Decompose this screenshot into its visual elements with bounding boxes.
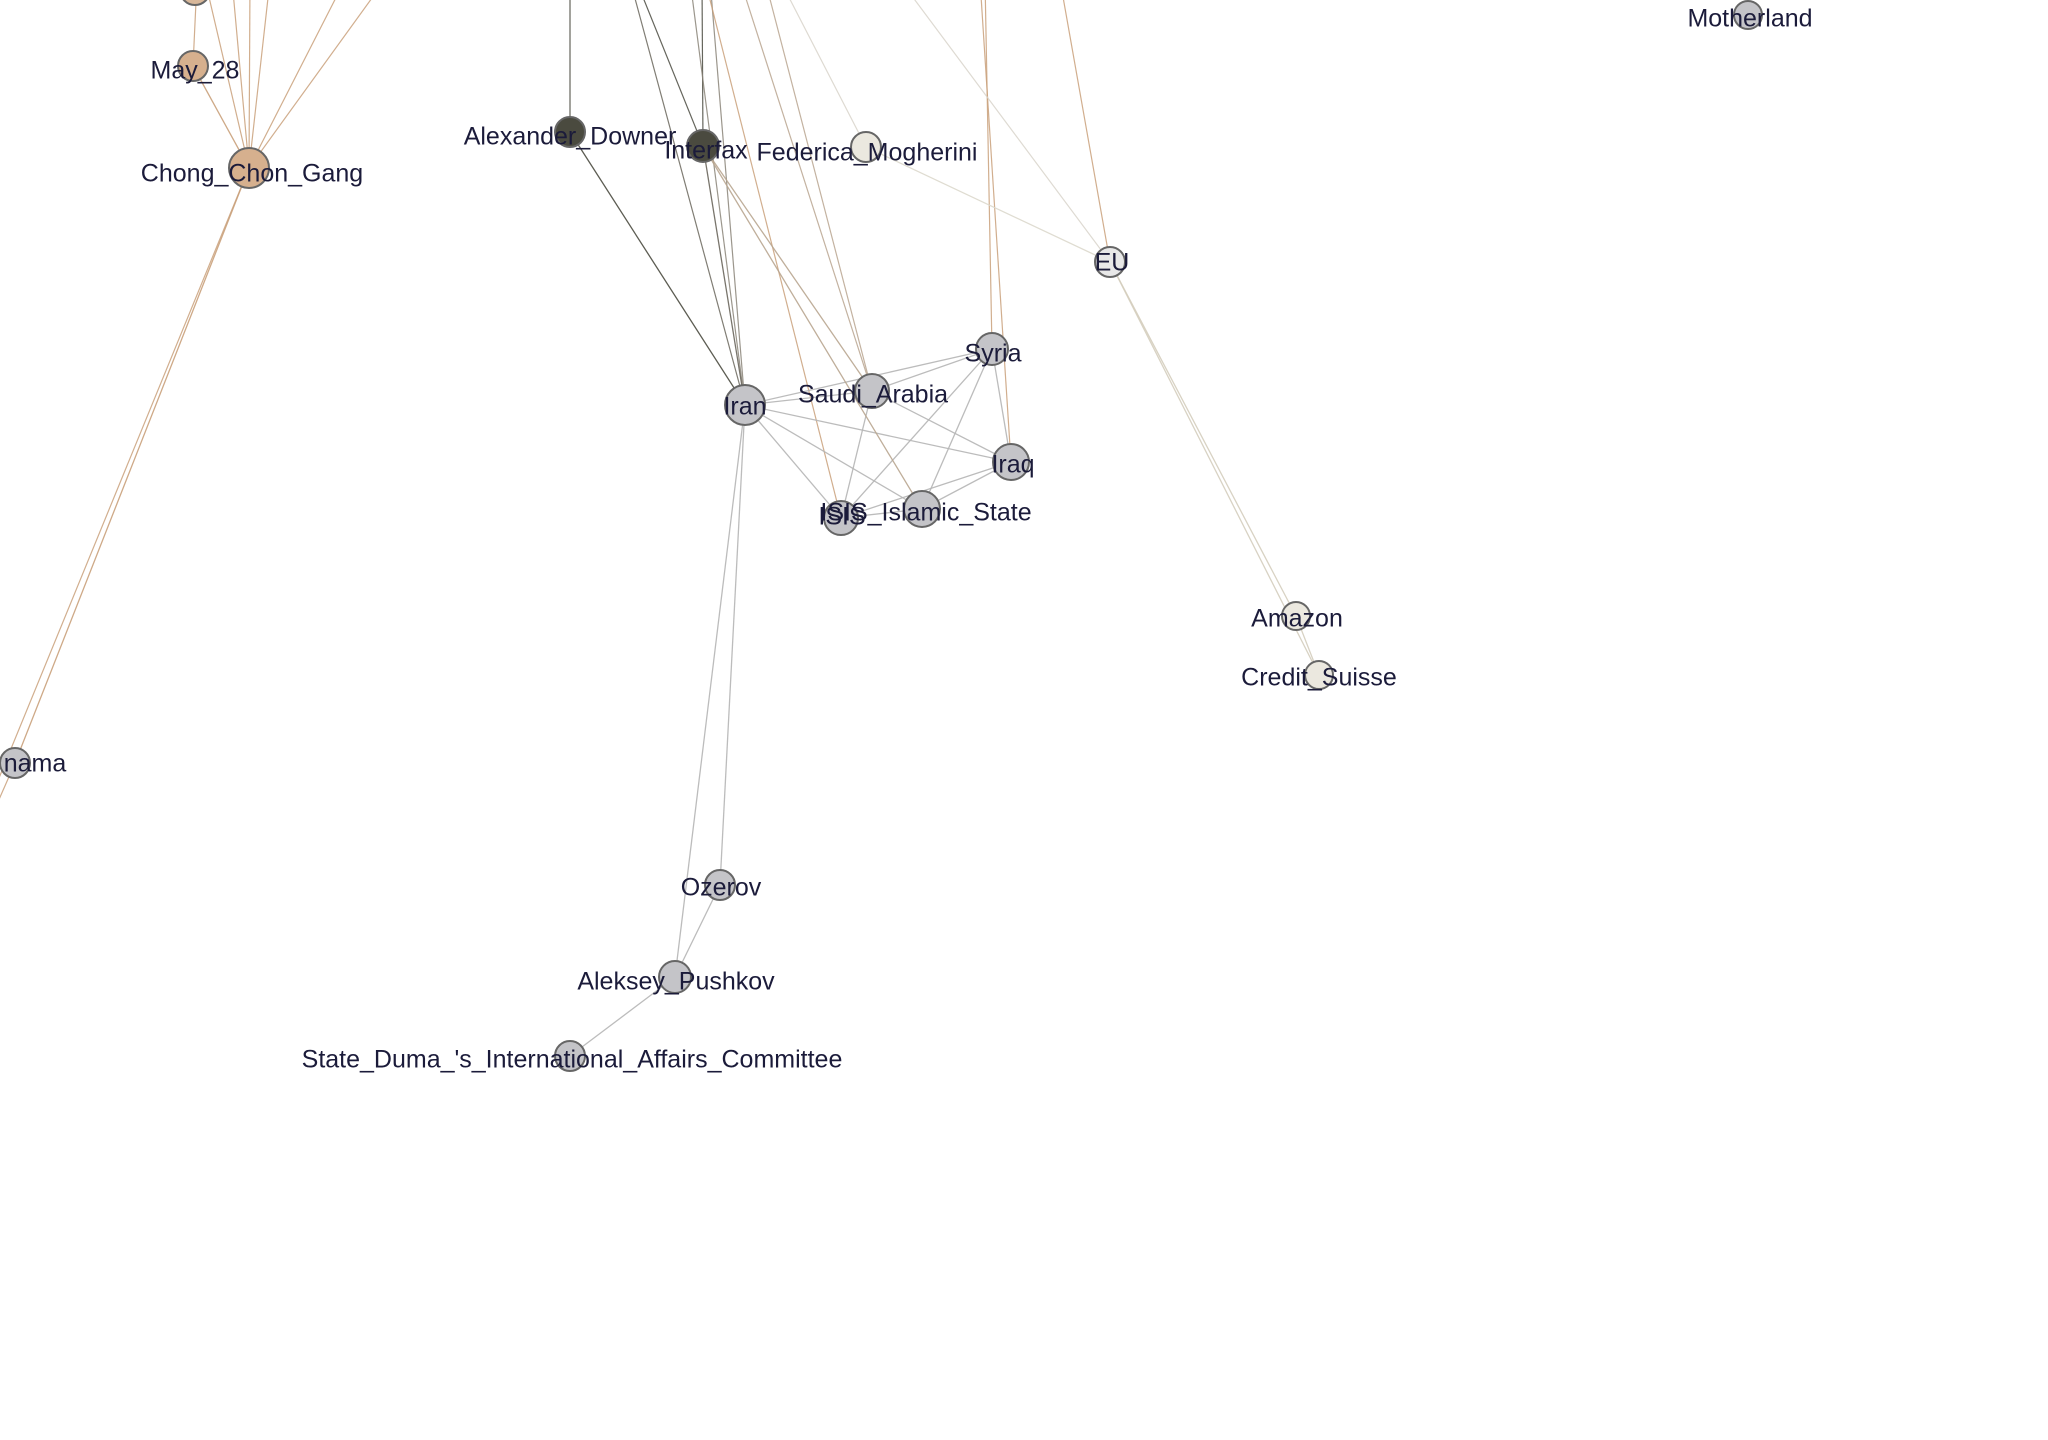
graph-node[interactable] (903, 490, 941, 528)
node-label: ISIS_Islamic_State (820, 499, 1031, 527)
node-label: Chong_Chon_Gang (141, 160, 363, 188)
node-label: Saudi_Arabia (798, 381, 948, 409)
graph-node[interactable] (686, 129, 720, 163)
graph-edge (871, 348, 993, 392)
graph-node[interactable] (0, 747, 31, 779)
graph-edge (702, 145, 873, 392)
edges-layer (0, 0, 1320, 1057)
graph-node[interactable] (228, 147, 270, 189)
graph-node[interactable] (1733, 0, 1763, 30)
graph-edge-offscreen (1062, 0, 1111, 263)
node-label: EU (1095, 249, 1130, 277)
graph-edge-offscreen (233, 0, 250, 169)
graph-edge (702, 145, 746, 406)
graph-edge-offscreen (691, 0, 746, 406)
graph-edge-offscreen (248, 0, 269, 169)
graph-node[interactable] (658, 960, 692, 994)
graph-node[interactable] (180, 0, 210, 6)
graph-edge-offscreen (248, 0, 336, 169)
node-label: Interfax (664, 137, 748, 165)
graph-edge (744, 390, 873, 406)
node-label: Iraq (991, 451, 1034, 479)
graph-edge-offscreen (248, 0, 372, 169)
node-label: Amazon (1251, 605, 1343, 633)
graph-node[interactable] (554, 116, 586, 148)
graph-node[interactable] (177, 50, 209, 82)
node-label: May_28 (151, 57, 240, 85)
graph-edge-offscreen (769, 0, 873, 392)
graph-edge-offscreen (701, 0, 704, 147)
graph-edge-offscreen (984, 0, 993, 350)
graph-edge (921, 348, 993, 510)
graph-edge-offscreen (745, 0, 873, 392)
graph-edge (991, 348, 1012, 463)
nodes-layer (0, 0, 1763, 1072)
node-label: Credit_Suisse (1241, 664, 1397, 692)
node-label: Aleksey_Pushkov (577, 968, 775, 996)
graph-edge (674, 404, 746, 978)
graph-edge-offscreen (789, 0, 867, 148)
node-label: Iran (723, 393, 766, 421)
graph-node[interactable] (823, 500, 859, 536)
graph-edge (744, 404, 1012, 463)
graph-edge-offscreen (643, 0, 704, 147)
graph-edge (840, 390, 873, 519)
node-label: Federica_Mogherini (757, 139, 978, 167)
graph-edge-offscreen (914, 0, 1111, 263)
node-label: State_Duma_'s_International_Affairs_Comm… (302, 1046, 843, 1074)
graph-node[interactable] (850, 131, 882, 163)
graph-node[interactable] (724, 384, 766, 426)
graph-edge (1109, 261, 1297, 617)
graph-edge (719, 404, 746, 886)
graph-node[interactable] (1304, 660, 1334, 690)
graph-edge (702, 145, 923, 510)
graph-edge (1109, 261, 1320, 676)
graph-edge-offscreen (209, 0, 250, 169)
graph-edge-offscreen (0, 167, 250, 778)
graph-edge (871, 390, 1012, 463)
graph-edge (865, 146, 1111, 263)
node-label: ISIS (818, 503, 865, 531)
graph-edge (744, 404, 923, 510)
graph-node[interactable] (992, 443, 1030, 481)
graph-node[interactable] (854, 373, 890, 409)
graph-edge (569, 976, 676, 1057)
graph-edge (14, 167, 250, 764)
graph-node[interactable] (1281, 601, 1311, 631)
graph-edge (569, 131, 746, 406)
graph-edge (744, 404, 842, 519)
node-label: Syria (965, 340, 1022, 368)
graph-edge (674, 884, 721, 978)
graph-node[interactable] (975, 332, 1009, 366)
node-label: nama (4, 750, 67, 778)
graph-edge (840, 461, 1012, 519)
graph-edge-offscreen (980, 0, 1012, 463)
graph-edge-offscreen (248, 0, 251, 169)
graph-edge (840, 348, 993, 519)
graph-node[interactable] (1094, 246, 1126, 278)
graph-edge-offscreen (634, 0, 746, 406)
graph-node[interactable] (554, 1040, 586, 1072)
graph-edge-offscreen (711, 0, 746, 406)
node-label: Motherland (1687, 5, 1812, 33)
node-label: Ozerov (681, 874, 762, 902)
graph-node[interactable] (704, 869, 736, 901)
graph-edge-offscreen (709, 0, 842, 519)
node-label: Alexander_Downer (464, 123, 677, 151)
